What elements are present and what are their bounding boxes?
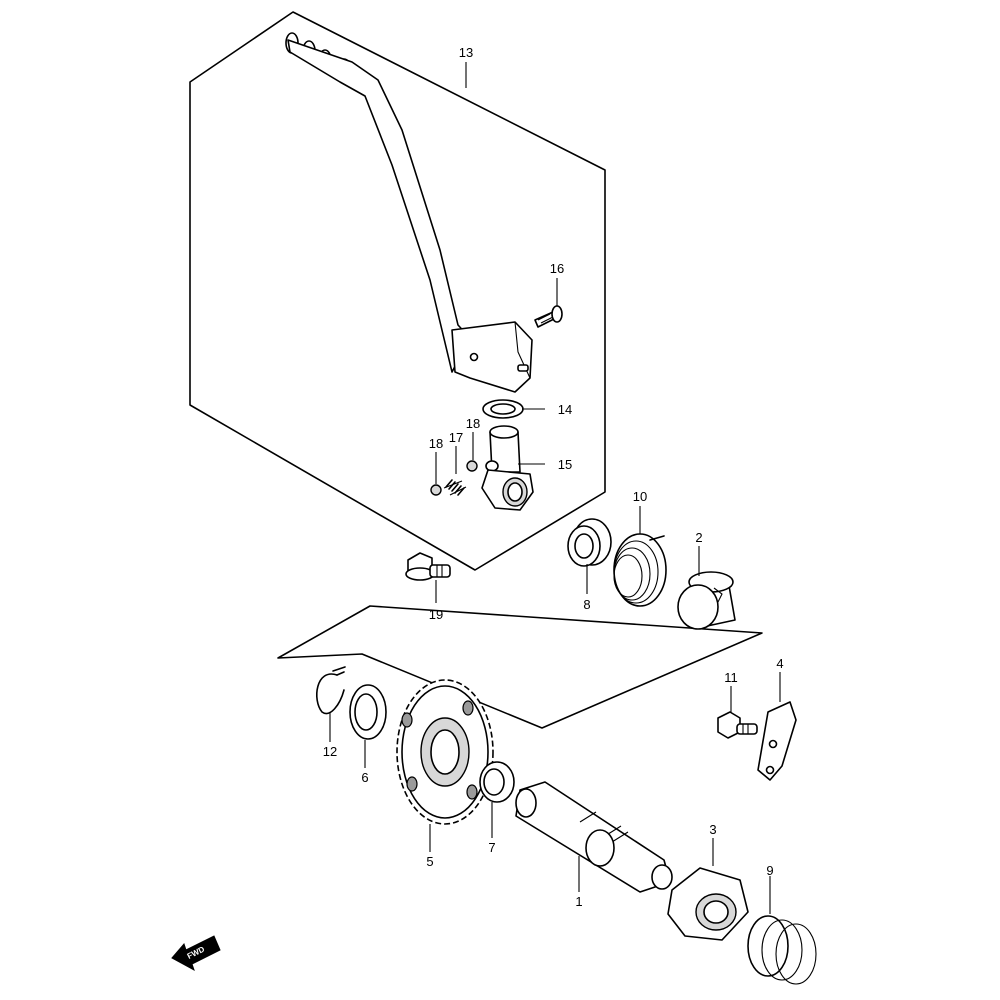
washer-14 bbox=[482, 399, 524, 419]
stopper-plate bbox=[757, 701, 797, 781]
steel-ball-right bbox=[466, 460, 478, 472]
stopper-bolt bbox=[717, 711, 758, 739]
circlip bbox=[315, 666, 346, 715]
leader-lines bbox=[329, 62, 781, 914]
callout-16: 16 bbox=[550, 261, 564, 276]
kick-ratchet bbox=[667, 867, 749, 941]
callout-18-right: 18 bbox=[466, 416, 480, 431]
callout-18-left: 18 bbox=[429, 436, 443, 451]
gear-washer bbox=[479, 761, 515, 803]
callout-19: 19 bbox=[429, 607, 443, 622]
thrust-washer bbox=[349, 684, 387, 740]
callout-8: 8 bbox=[583, 597, 590, 612]
callout-13: 13 bbox=[459, 45, 473, 60]
callout-5: 5 bbox=[426, 854, 433, 869]
oil-seal bbox=[567, 518, 612, 567]
lever-pinch-bolt bbox=[534, 305, 563, 328]
fwd-direction-arrow-icon: FWD bbox=[171, 935, 221, 972]
detent-spring bbox=[443, 479, 467, 496]
steel-ball-left bbox=[430, 484, 442, 496]
callout-14: 14 bbox=[558, 402, 572, 417]
kick-shaft-group-outline bbox=[277, 605, 763, 729]
callout-10: 10 bbox=[633, 489, 647, 504]
spring-guide bbox=[677, 571, 736, 630]
flange-bolt bbox=[405, 552, 451, 581]
callout-11: 11 bbox=[724, 670, 738, 685]
callout-6: 6 bbox=[361, 770, 368, 785]
callout-15: 15 bbox=[558, 457, 572, 472]
callout-4: 4 bbox=[776, 656, 783, 671]
ratchet-spring bbox=[747, 915, 817, 985]
callout-7: 7 bbox=[488, 840, 495, 855]
callout-2: 2 bbox=[695, 530, 702, 545]
kick-starter-lever bbox=[285, 32, 533, 393]
callout-17: 17 bbox=[449, 430, 463, 445]
callout-3: 3 bbox=[709, 822, 716, 837]
kick-starter-shaft bbox=[515, 781, 673, 893]
callout-12: 12 bbox=[323, 744, 337, 759]
callout-9: 9 bbox=[766, 863, 773, 878]
kick-drive-gear bbox=[396, 679, 494, 825]
kick-lever-joint bbox=[481, 425, 534, 511]
callout-1: 1 bbox=[575, 894, 582, 909]
kick-lever-group-outline bbox=[189, 11, 606, 571]
return-spring bbox=[613, 533, 667, 607]
